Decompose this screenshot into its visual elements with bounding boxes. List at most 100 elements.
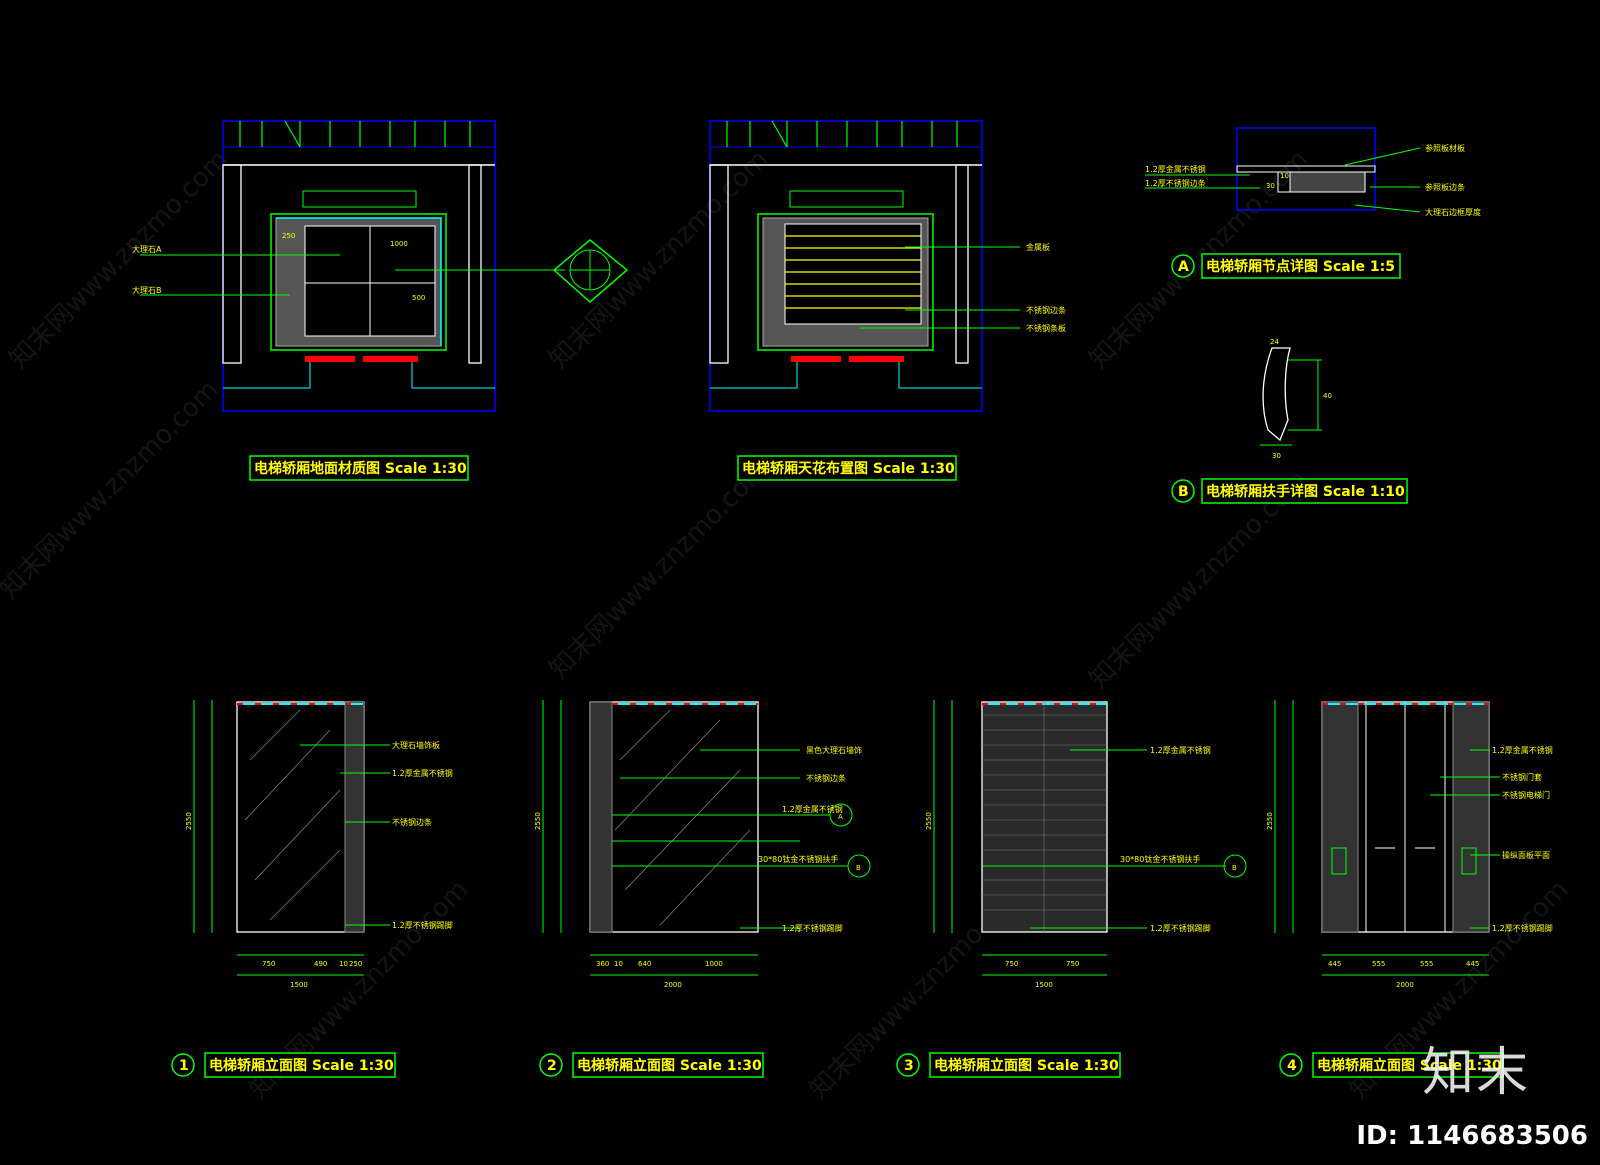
detail-callout-b-circle (1223, 854, 1247, 878)
ceiling-plan-title-box (737, 455, 957, 481)
elev1-label: 大理石墙饰板 (392, 740, 440, 750)
elev3-marker: 3 (904, 1058, 914, 1074)
dim-label: 10 (1280, 172, 1289, 180)
ceiling-label: 不锈钢条板 (1026, 323, 1066, 333)
floor-label: 大理石A (132, 244, 162, 254)
detail-a-title-box (1201, 253, 1401, 279)
compass-icon (552, 239, 629, 303)
dim-label: 360 (596, 960, 609, 968)
dim-label: 2000 (664, 981, 682, 989)
dim-label: 250 (282, 232, 295, 240)
elev4-label: 不锈钢门套 (1502, 772, 1542, 782)
dim-label: 24 (1270, 338, 1279, 346)
elev3-label: 30*80钛金不锈钢扶手 (1120, 854, 1200, 864)
elev4-label: 1.2厚金属不锈钢 (1492, 745, 1553, 755)
elev4-label: 不锈钢电梯门 (1502, 790, 1550, 800)
detail-a-label: 参照板材板 (1425, 143, 1465, 153)
elev3-label: 1.2厚不锈钢踢脚 (1150, 923, 1211, 933)
dim-label: 555 (1372, 960, 1385, 968)
elevation-4-drawing: 1.2厚金属不锈钢 不锈钢门套 不锈钢电梯门 操纵面板平面 1.2厚不锈钢踢脚 … (1266, 700, 1553, 1078)
elev2-label: 1.2厚不锈钢踢脚 (782, 923, 843, 933)
dim-label: 500 (412, 294, 425, 302)
floor-label: 大理石B (132, 285, 162, 295)
detail-b-marker-circle (1171, 479, 1195, 503)
detail-callout-a-circle (829, 803, 853, 827)
watermark-text: 知末网www.znzmo.com (4, 144, 235, 375)
ceiling-label: 金属板 (1026, 242, 1050, 252)
dim-label: 1500 (1035, 981, 1053, 989)
elev4-marker: 4 (1287, 1058, 1297, 1074)
floor-plan-drawing: 大理石A 大理石B 250 1000 500 电梯轿厢地面材质图 Scale 1… (132, 120, 629, 481)
dim-label: 2550 (534, 812, 542, 830)
detail-callout-b-circle (847, 854, 871, 878)
dim-label: 10 (614, 960, 623, 968)
dim-label: 30 (1272, 452, 1281, 460)
elev4-title-box (1312, 1052, 1504, 1078)
detail-callout-a: A (838, 813, 843, 821)
elev2-title: 电梯轿厢立面图 Scale 1:30 (577, 1057, 762, 1074)
dim-label: 750 (1005, 960, 1018, 968)
dim-label: 1000 (705, 960, 723, 968)
watermark-text: 知末网www.znzmo.com (0, 374, 224, 605)
dim-label: 490 (314, 960, 327, 968)
detail-b-drawing: 24 40 30 B 电梯轿厢扶手详图 Scale 1:10 (1171, 338, 1408, 504)
detail-b-title: 电梯轿厢扶手详图 Scale 1:10 (1206, 483, 1405, 500)
elev2-label: 不锈钢边条 (806, 773, 846, 783)
elev4-label: 操纵面板平面 (1502, 850, 1550, 860)
detail-a-drawing: 1.2厚金属不锈钢 1.2厚不锈钢边条 参照板材板 参照板边条 大理石边框厚度 … (1145, 127, 1481, 279)
dim-label: 10 (339, 960, 348, 968)
dim-label: 40 (1323, 392, 1332, 400)
ceiling-label: 不锈钢边条 (1026, 305, 1066, 315)
dim-label: 750 (1066, 960, 1079, 968)
elev2-label: 1.2厚金属不锈钢 (782, 804, 843, 814)
detail-b-marker: B (1178, 484, 1189, 500)
detail-callout-b: B (1232, 864, 1237, 872)
elev4-title: 电梯轿厢立面图 Scale 1:30 (1317, 1057, 1502, 1074)
dim-label: 1000 (390, 240, 408, 248)
elev2-title-box (572, 1052, 764, 1078)
elev1-marker: 1 (179, 1058, 189, 1074)
elev1-label: 1.2厚不锈钢踢脚 (392, 920, 453, 930)
dim-label: 445 (1328, 960, 1341, 968)
detail-b-title-box (1201, 478, 1408, 504)
detail-a-label: 1.2厚金属不锈钢 (1145, 164, 1206, 174)
elev1-title-box (204, 1052, 396, 1078)
elevation-1-drawing: 大理石墙饰板 1.2厚金属不锈钢 不锈钢边条 1.2厚不锈钢踢脚 750 490… (171, 700, 453, 1078)
elev3-title-box (929, 1052, 1121, 1078)
dim-label: 555 (1420, 960, 1433, 968)
elevation-3-drawing: B 1.2厚金属不锈钢 30*80钛金不锈钢扶手 1.2厚不锈钢踢脚 750 7… (896, 700, 1247, 1078)
elevation-2-drawing: A B 黑色大理石墙饰 不锈钢边条 1.2厚金属不锈钢 30*80钛金不锈钢扶手… (534, 700, 871, 1078)
dim-label: 250 (349, 960, 362, 968)
detail-a-marker-circle (1171, 254, 1195, 278)
elev2-marker: 2 (547, 1058, 557, 1074)
elev3-marker-circle (896, 1053, 920, 1077)
dim-label: 445 (1466, 960, 1479, 968)
detail-a-marker: A (1178, 259, 1189, 275)
elev2-marker-circle (539, 1053, 563, 1077)
dim-label: 30 (1266, 182, 1275, 190)
ceiling-plan-drawing: 金属板 不锈钢边条 不锈钢条板 电梯轿厢天花布置图 Scale 1:30 (709, 120, 1066, 481)
floor-plan-title-box (249, 455, 469, 481)
ceiling-plan-title: 电梯轿厢天花布置图 Scale 1:30 (742, 460, 955, 477)
elev4-label: 1.2厚不锈钢踢脚 (1492, 923, 1553, 933)
dim-label: 2000 (1396, 981, 1414, 989)
elev1-label: 不锈钢边条 (392, 817, 432, 827)
dim-label: 2550 (185, 812, 193, 830)
elev2-label: 黑色大理石墙饰 (806, 745, 862, 755)
detail-a-label: 参照板边条 (1425, 182, 1465, 192)
detail-a-label: 1.2厚不锈钢边条 (1145, 178, 1206, 188)
id-label: ID: 1146683506 (1356, 1121, 1588, 1151)
detail-callout-b: B (856, 864, 861, 872)
dim-label: 2550 (925, 812, 933, 830)
elev1-marker-circle (171, 1053, 195, 1077)
elev1-label: 1.2厚金属不锈钢 (392, 768, 453, 778)
watermark-text: 知末网www.znzmo.com (544, 144, 775, 375)
elev2-label: 30*80钛金不锈钢扶手 (758, 854, 838, 864)
elev3-title: 电梯轿厢立面图 Scale 1:30 (934, 1057, 1119, 1074)
elev3-label: 1.2厚金属不锈钢 (1150, 745, 1211, 755)
dim-label: 2550 (1266, 812, 1274, 830)
watermark-text: 知末网www.znzmo.com (544, 454, 775, 685)
dim-label: 640 (638, 960, 651, 968)
elev1-title: 电梯轿厢立面图 Scale 1:30 (209, 1057, 394, 1074)
